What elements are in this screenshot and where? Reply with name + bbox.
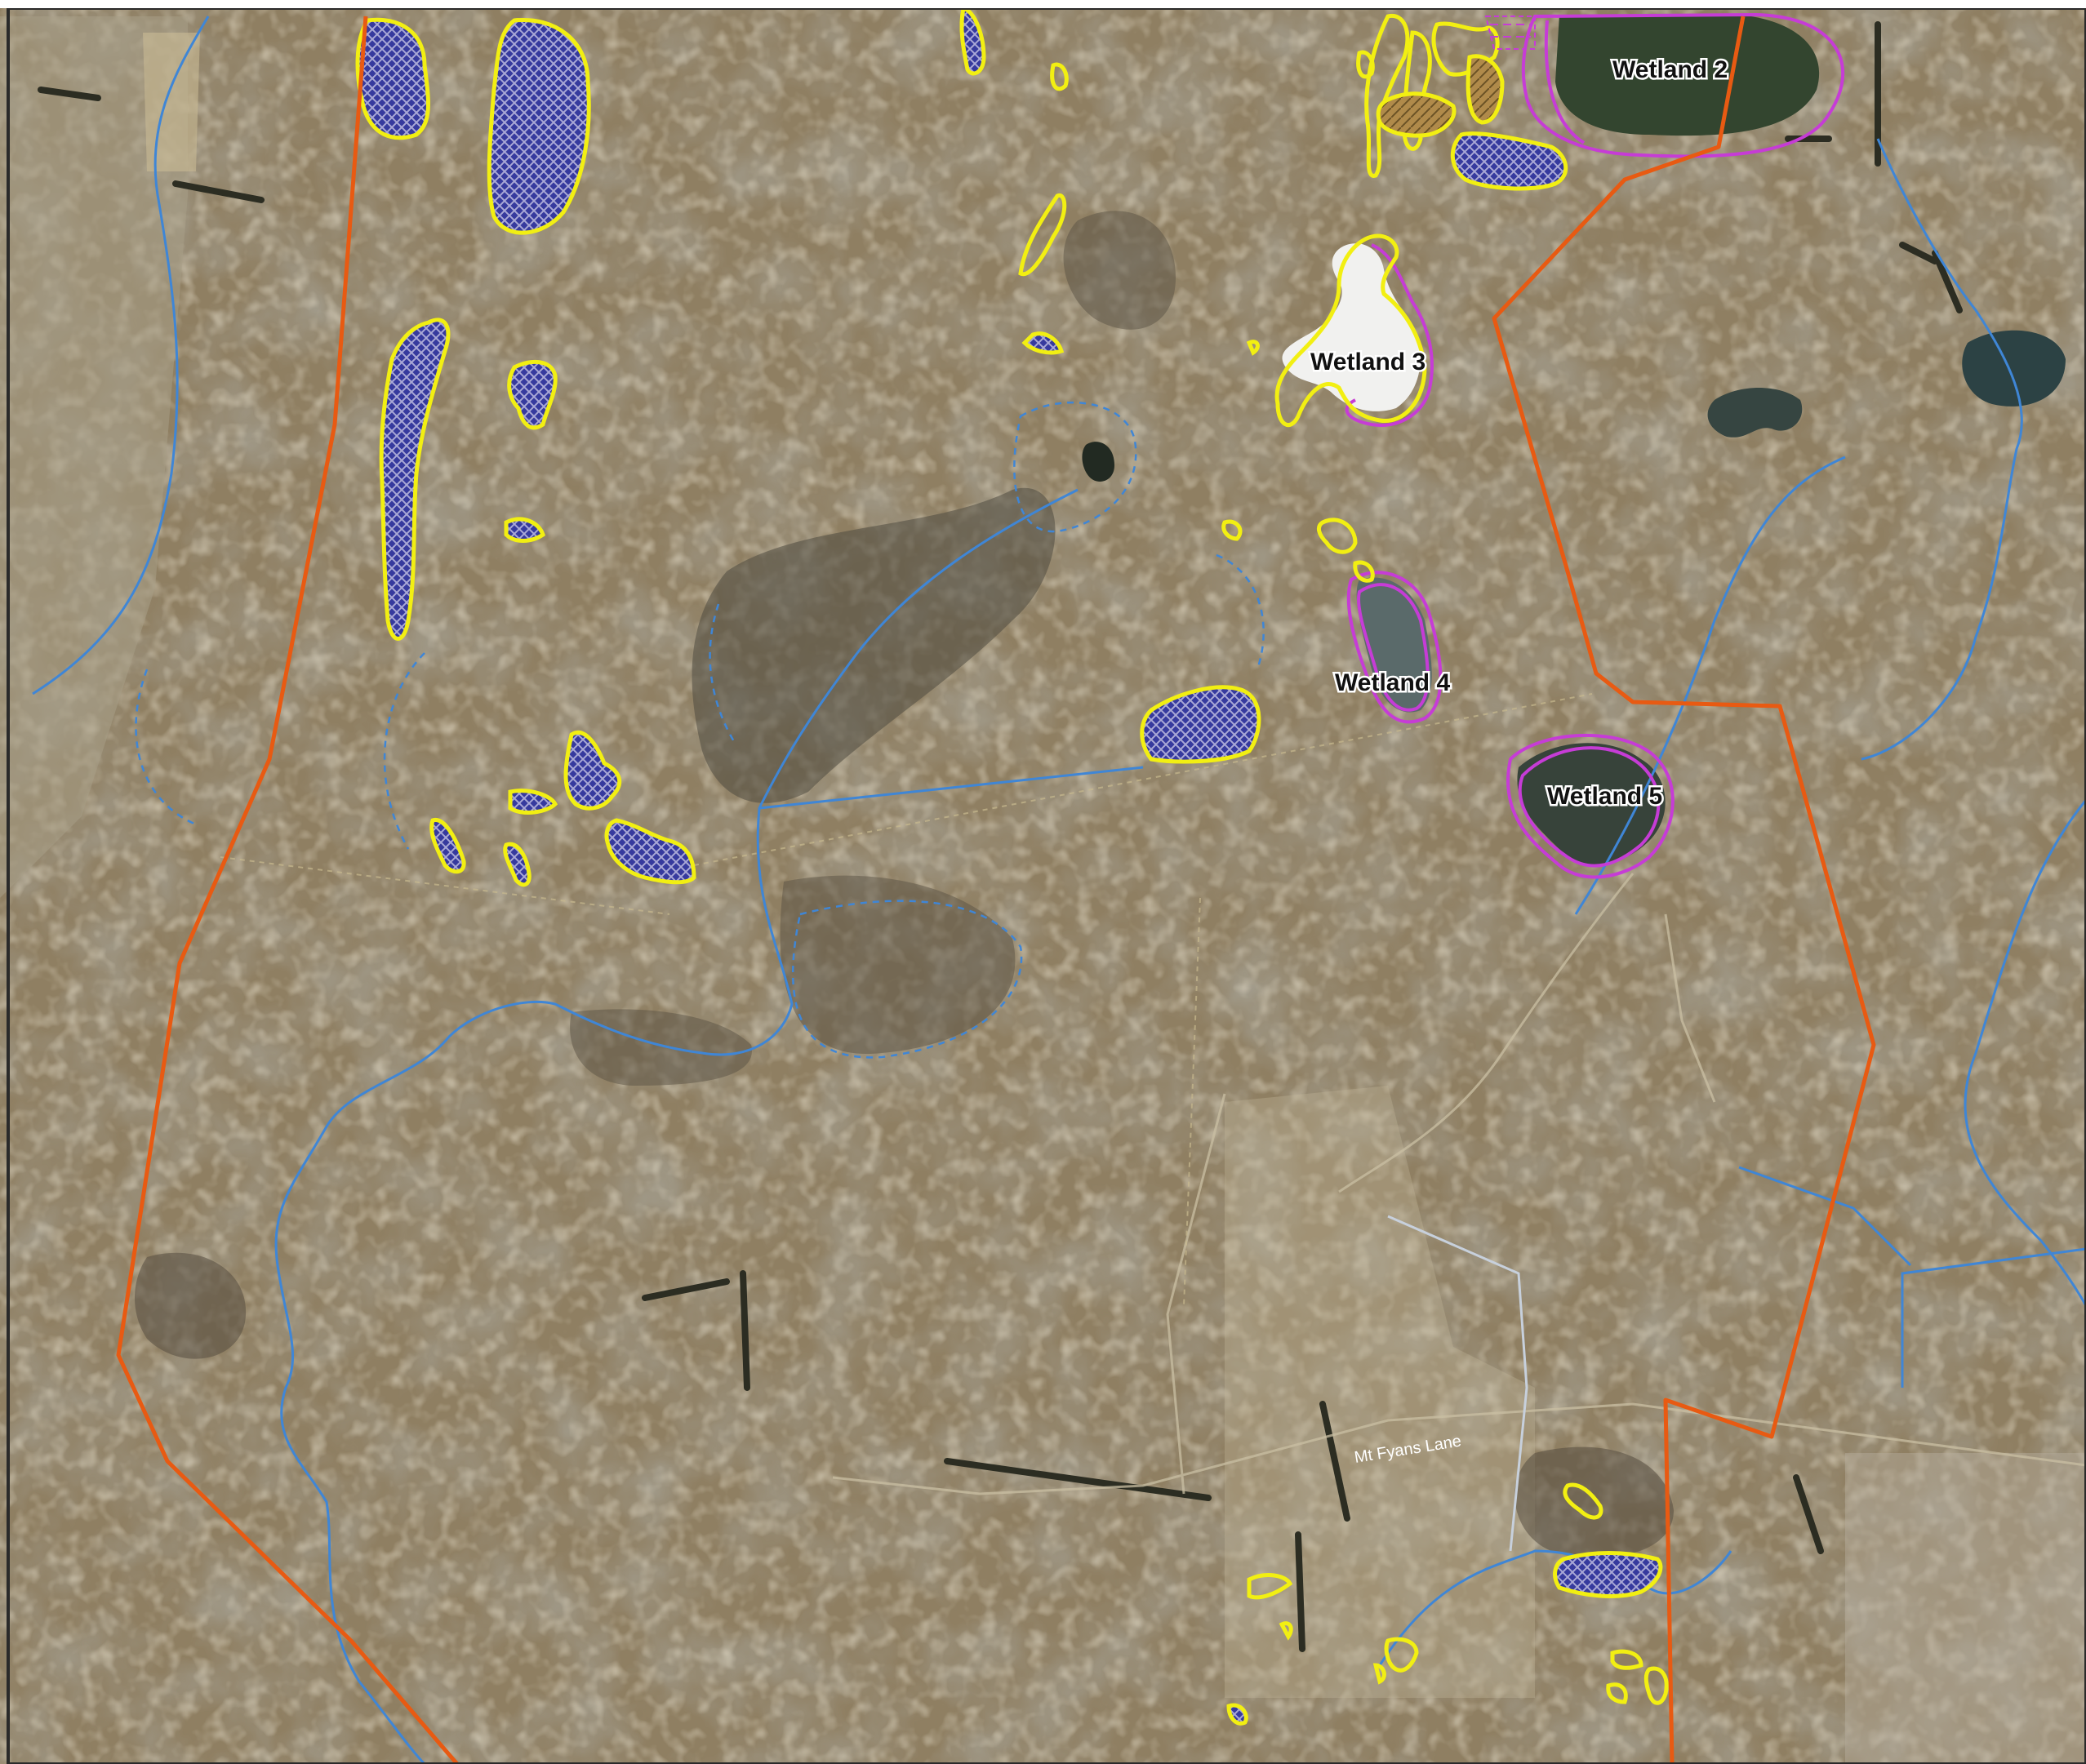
depression-southwest <box>570 1009 752 1086</box>
dam-east <box>1707 388 1803 438</box>
top-border-bar <box>0 0 2086 8</box>
vegetation-tan-patches[interactable] <box>1376 54 1505 138</box>
wetland-2-water <box>1555 15 1820 136</box>
depression-pondside <box>1514 1446 1674 1557</box>
depression-west <box>135 1252 247 1359</box>
magenta-hatch-patch <box>1484 16 1536 50</box>
dam-northeast <box>1962 330 2066 407</box>
vegetation-patches[interactable] <box>355 5 1663 1726</box>
vegetation-outlines-only[interactable] <box>1018 13 1669 1705</box>
waterways-dashed <box>135 401 1265 1059</box>
paddock-west <box>0 16 188 898</box>
wetland-2-label: Wetland 2 <box>1612 56 1728 83</box>
depression-north <box>1063 211 1176 330</box>
paddock-east <box>1845 1453 2086 1764</box>
paddock-track-silver <box>1387 1215 1528 1552</box>
dam-central <box>1082 442 1114 482</box>
wetland-3-label: Wetland 3 <box>1310 349 1426 375</box>
wetland-5-label: Wetland 5 <box>1547 783 1662 810</box>
wetland-3-saltpan <box>1282 243 1421 411</box>
study-area-boundary[interactable] <box>116 16 1876 1764</box>
paddock-northwest-strip <box>143 33 200 171</box>
wetland-4-label: Wetland 4 <box>1335 669 1450 696</box>
wetland-5-water <box>1517 743 1666 866</box>
fences <box>220 693 1593 1307</box>
depression-central <box>692 487 1056 803</box>
wetland-4-water <box>1356 577 1432 713</box>
paddock-southeast <box>1225 1086 1535 1698</box>
depression-south <box>780 875 1016 1055</box>
